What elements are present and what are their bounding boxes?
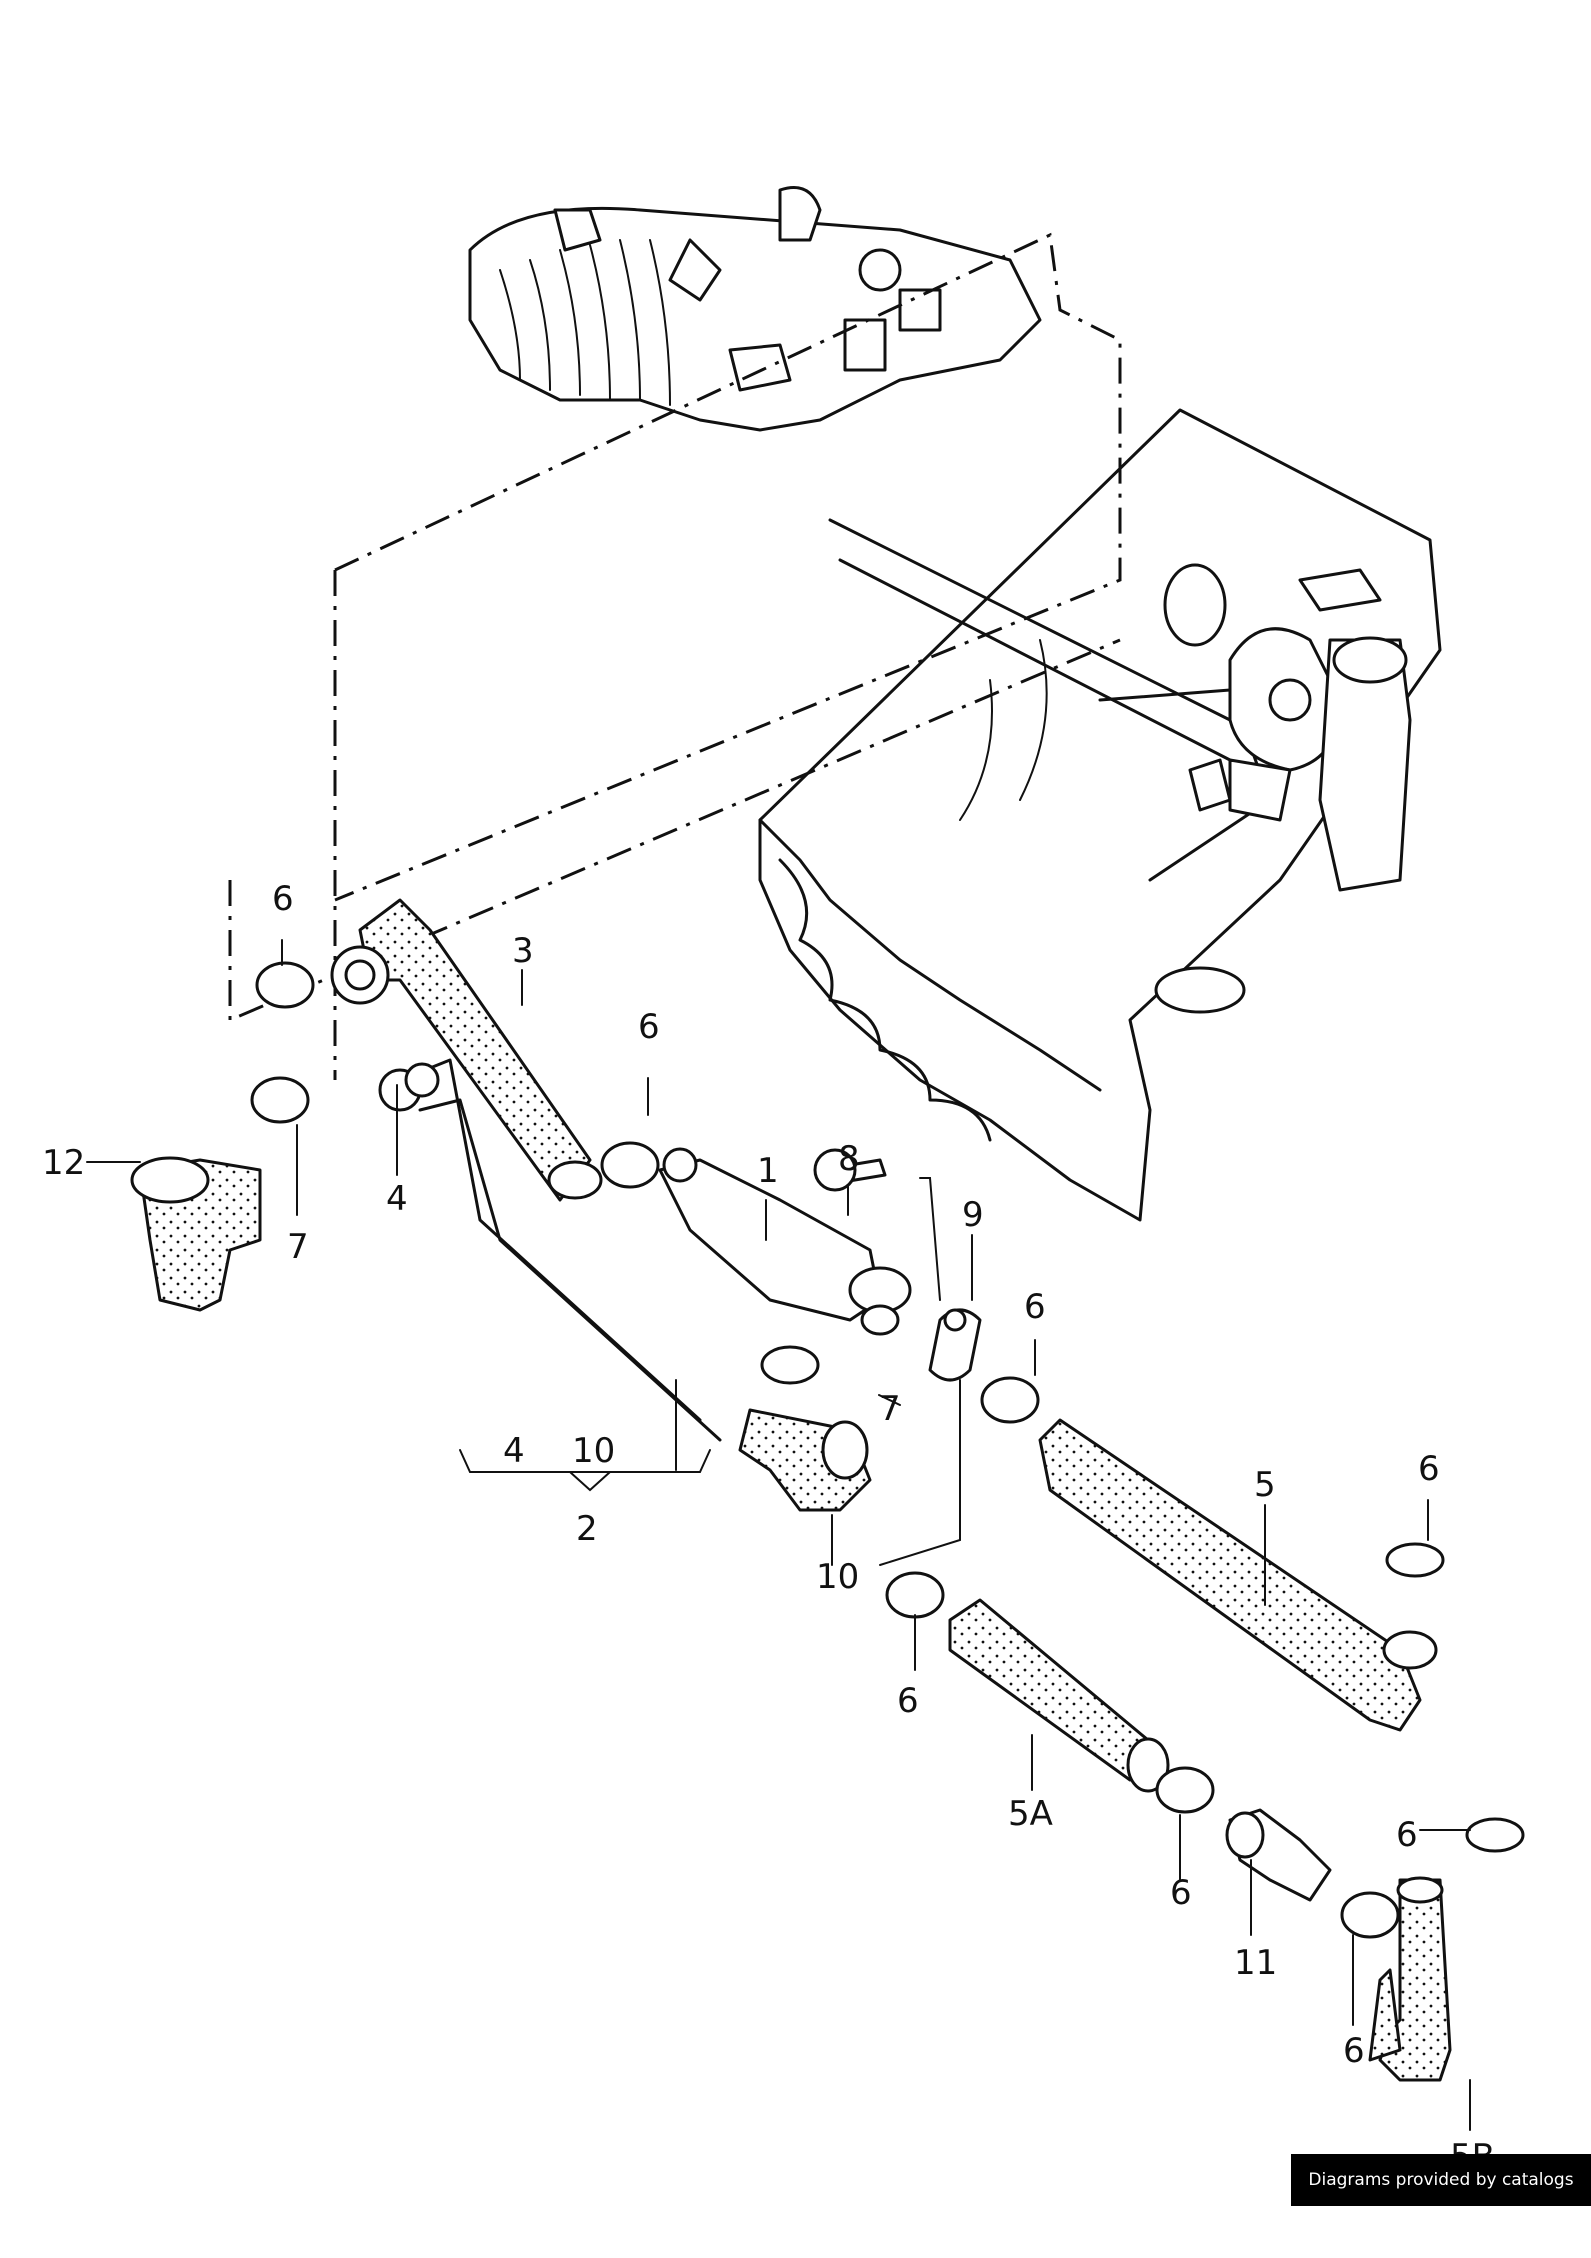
callout-5a: 5A	[1008, 1794, 1053, 1834]
callout-3: 3	[512, 931, 534, 971]
callout-6-f: 6	[1170, 1873, 1192, 1913]
callout-4: 4	[386, 1179, 408, 1219]
hose-5b	[1368, 1876, 1452, 2082]
hose-clamps	[250, 961, 1525, 1939]
callout-9: 9	[962, 1195, 984, 1235]
bracket-clip	[928, 1308, 982, 1382]
engine-assembly	[228, 186, 1442, 1222]
credit-banner: Diagrams provided by catalogs parts	[1291, 2154, 1591, 2242]
callout-6-b: 6	[638, 1007, 660, 1047]
callout-10-bracket: 10	[572, 1431, 615, 1471]
callout-1: 1	[757, 1151, 779, 1191]
callout-8: 8	[838, 1139, 860, 1179]
callout-6-d: 6	[1418, 1449, 1440, 1489]
callout-7-b: 7	[879, 1389, 901, 1429]
callout-6-g: 6	[1396, 1815, 1418, 1855]
callout-6-c: 6	[1024, 1287, 1046, 1327]
hose-elbow	[738, 1408, 872, 1512]
callout-10: 10	[816, 1557, 859, 1597]
hose-5a	[948, 1598, 1170, 1793]
callout-11: 11	[1234, 1943, 1277, 1983]
hose-upper	[330, 898, 603, 1202]
thermostat-cap	[1332, 636, 1408, 684]
callout-12: 12	[42, 1143, 85, 1183]
check-valve	[1225, 1808, 1332, 1902]
valve	[658, 1147, 912, 1336]
callout-4-bracket: 4	[503, 1431, 525, 1471]
callout-5: 5	[1254, 1465, 1276, 1505]
leader-lines	[86, 939, 1471, 2131]
callout-7-a: 7	[287, 1227, 309, 1267]
hose-long	[1038, 1418, 1438, 1732]
callout-labels: 1 2 3 4 4 5 5A 5B 6 6 6 6 6 6 6 6 7 7 8 …	[42, 879, 1495, 2177]
bolt	[813, 1148, 887, 1192]
callout-2: 2	[576, 1509, 598, 1549]
t-connector	[130, 1156, 262, 1312]
callout-6-h: 6	[1343, 2031, 1365, 2071]
coolant-pipe	[378, 1058, 722, 1442]
callout-6-e: 6	[897, 1681, 919, 1721]
parts-diagram: 1 2 3 4 4 5 5A 5B 6 6 6 6 6 6 6 6 7 7 8 …	[42, 186, 1525, 2177]
drain-boss	[1163, 563, 1227, 647]
mount-boss	[1154, 966, 1246, 1014]
callout-6-a: 6	[272, 879, 294, 919]
